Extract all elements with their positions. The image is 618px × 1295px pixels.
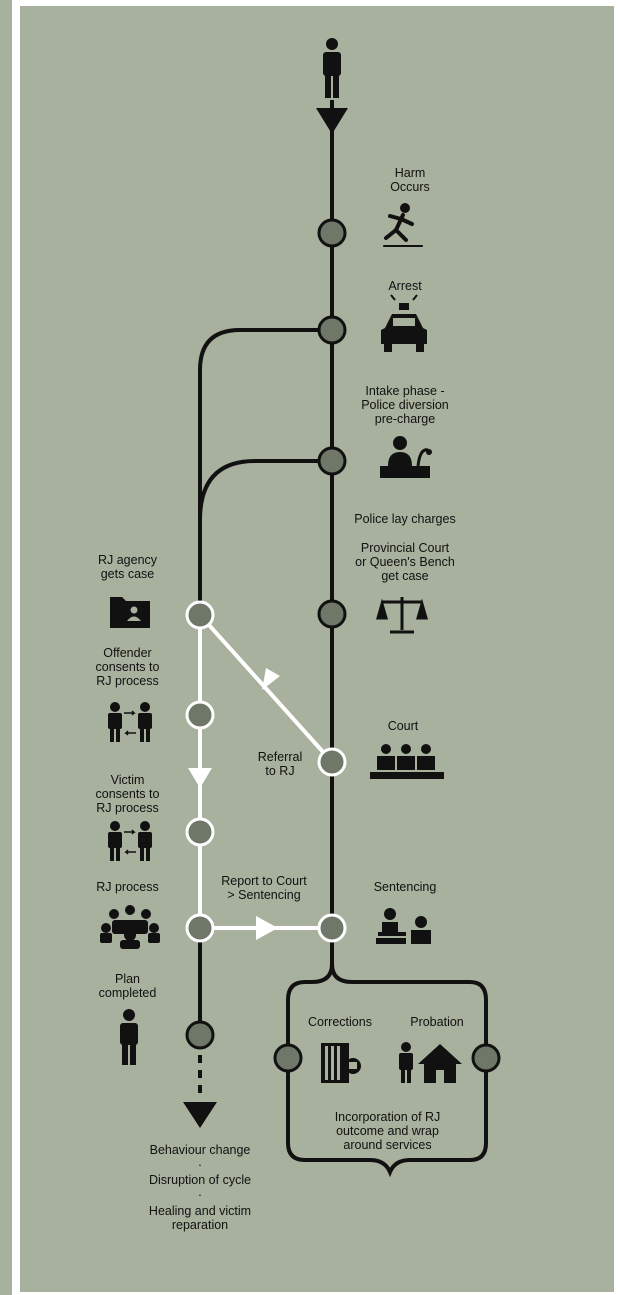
left-edge-strip [0, 0, 12, 1295]
sentencing-icon [376, 908, 431, 944]
label-provincial: Provincial Court or Queen's Bench get ca… [355, 541, 455, 583]
outcome-behaviour: Behaviour change [149, 1143, 251, 1157]
person-house-icon [399, 1042, 462, 1083]
rj-down-arrow [188, 768, 212, 788]
main-nodes [185, 218, 501, 1073]
outcome-separator: · [197, 1188, 203, 1202]
label-victim: Victim consents to RJ process [95, 773, 160, 815]
referral-arrow [262, 668, 280, 690]
node-plan [185, 1020, 215, 1050]
label-sentencing: Sentencing [373, 880, 437, 894]
node-rj-agency [185, 600, 215, 630]
node-provincial [317, 599, 347, 629]
start-arrow [316, 108, 348, 134]
end-arrow [183, 1102, 217, 1128]
label-rj-process: RJ process [96, 880, 159, 894]
report-arrow [256, 916, 278, 940]
consent-exchange-icon [108, 702, 152, 742]
label-harm: Harm Occurs [390, 166, 430, 194]
label-probation: Probation [410, 1015, 464, 1029]
police-car-icon [381, 294, 427, 352]
node-harm [317, 218, 347, 248]
label-referral: Referral to RJ [257, 750, 303, 778]
person-standing-icon [120, 1009, 138, 1065]
node-probation [471, 1043, 501, 1073]
court-icon [370, 744, 444, 779]
label-court: Court [387, 719, 419, 733]
folder-icon [110, 597, 150, 628]
running-person-icon [383, 203, 423, 247]
node-rj-process [185, 913, 215, 943]
diagram-panel [20, 6, 614, 1292]
label-offender: Offender consents to RJ process [95, 646, 160, 688]
node-corrections [273, 1043, 303, 1073]
label-rj-agency: RJ agency gets case [97, 553, 158, 581]
person-icon [323, 38, 341, 98]
node-arrest [317, 315, 347, 345]
label-police-charges: Police lay charges [354, 512, 456, 526]
node-court [317, 747, 347, 777]
label-corrections: Corrections [308, 1015, 372, 1029]
rj-nodes [185, 600, 347, 943]
label-intake: Intake phase - Police diversion pre-char… [361, 384, 449, 426]
label-report: Report to Court > Sentencing [221, 874, 307, 902]
label-plan: Plan completed [98, 972, 157, 1000]
consent-exchange-icon [108, 821, 152, 861]
node-offender [185, 700, 215, 730]
label-incorporation: Incorporation of RJ outcome and wrap aro… [334, 1110, 441, 1152]
main-path-lines [198, 100, 488, 1178]
node-victim [185, 817, 215, 847]
outcome-separator: · [197, 1158, 203, 1172]
outcome-disruption: Disruption of cycle [148, 1173, 252, 1187]
node-intake [317, 446, 347, 476]
circle-meeting-icon [100, 905, 160, 949]
label-arrest: Arrest [388, 279, 422, 293]
outcome-healing: Healing and victim reparation [148, 1204, 252, 1232]
node-sentencing [317, 913, 347, 943]
jail-icon [321, 1043, 361, 1083]
desk-officer-icon [380, 436, 432, 478]
scales-icon [376, 597, 428, 634]
